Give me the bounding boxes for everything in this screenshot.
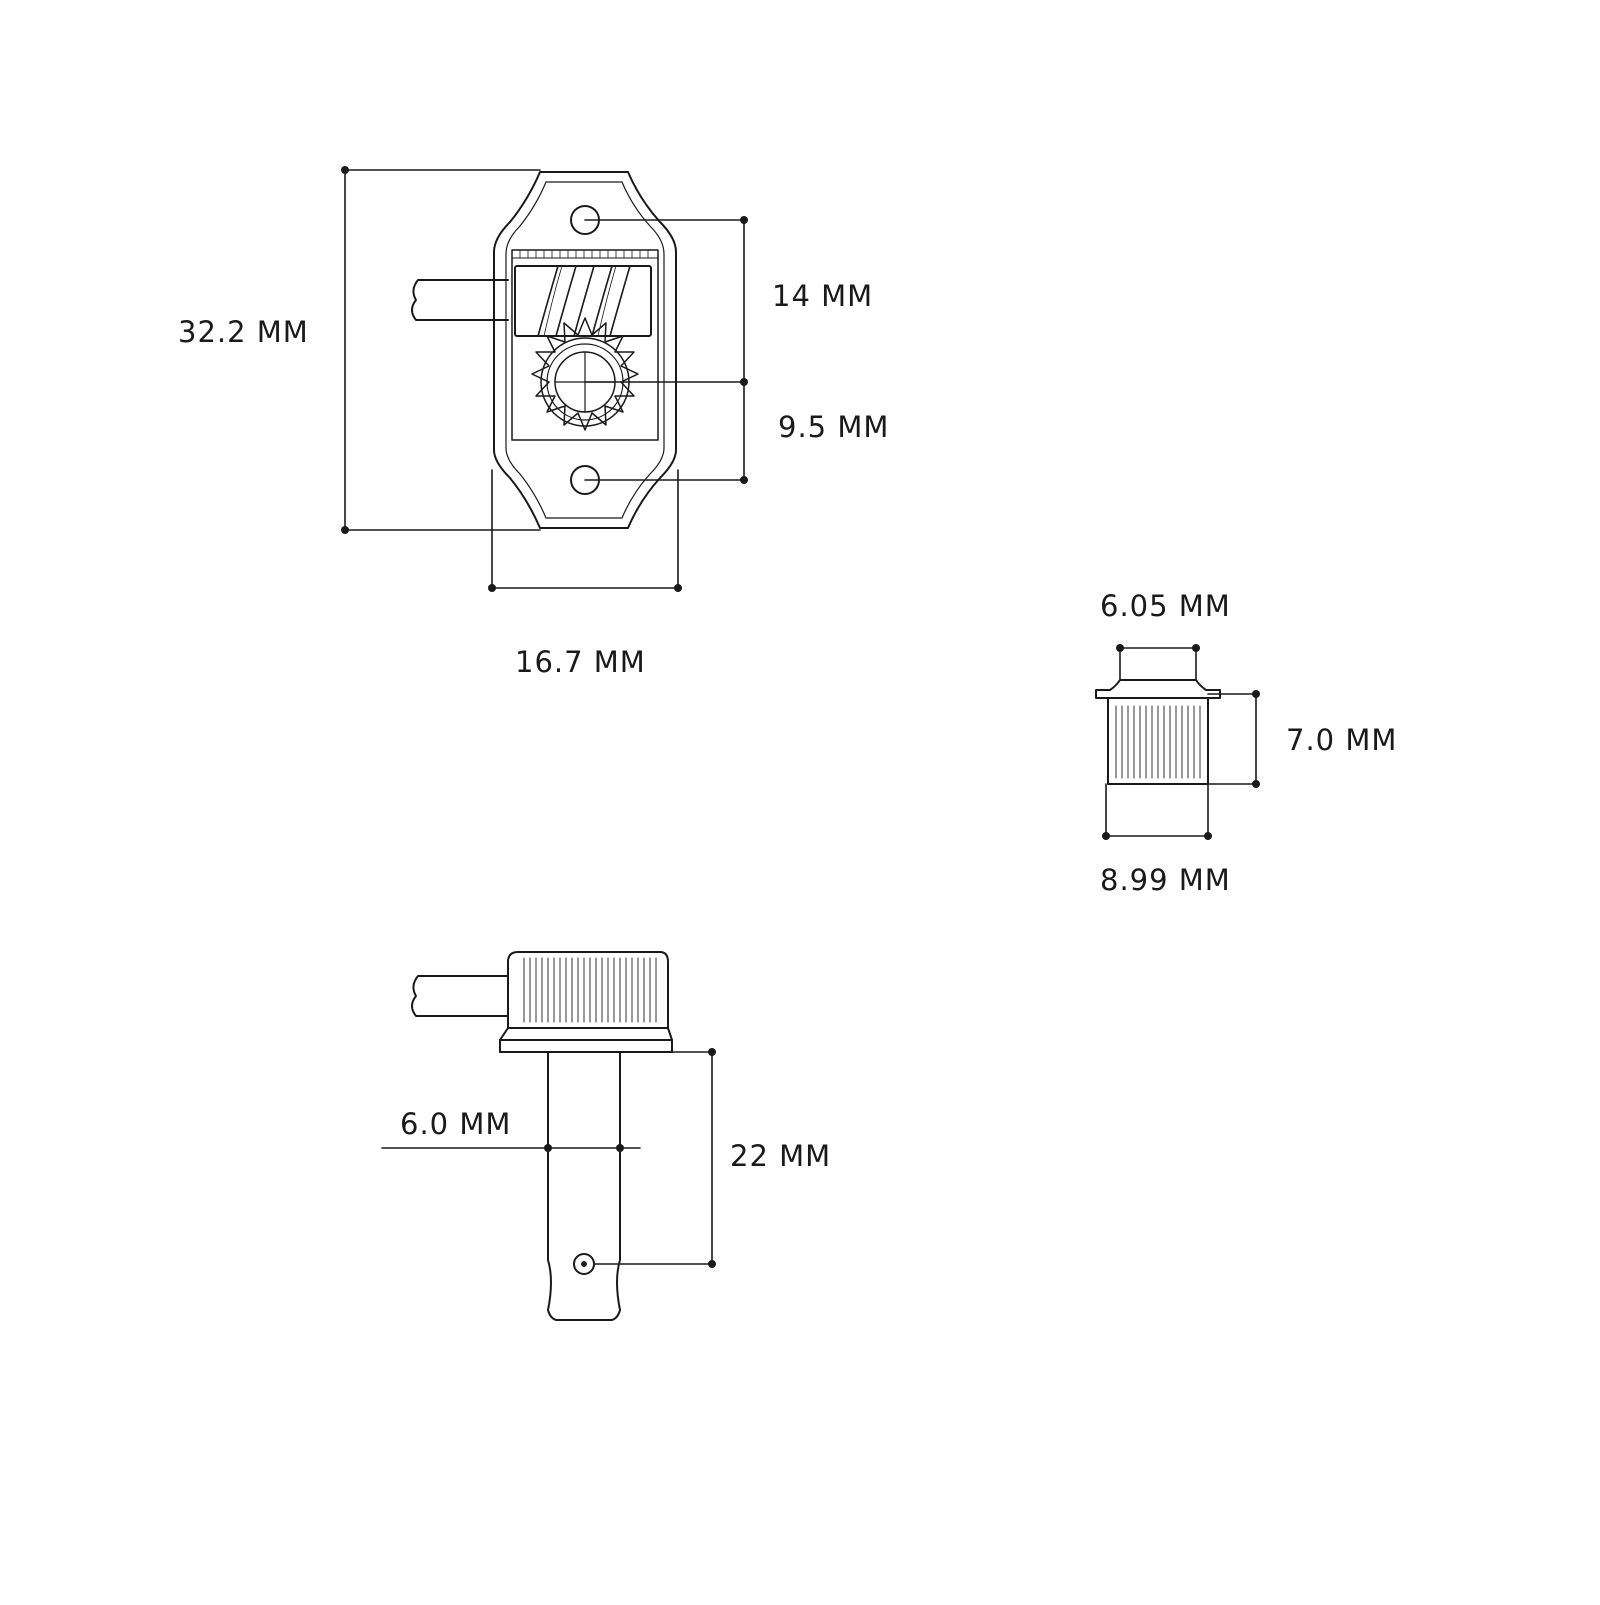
- bushing-collar: [1095, 679, 1221, 699]
- post-length-label: 22 MM: [730, 1139, 832, 1173]
- gear-housing: [511, 249, 659, 441]
- worm-screw: [514, 265, 652, 337]
- plate-inner-outline: [505, 181, 665, 519]
- post-diameter-label: 6.0 MM: [400, 1107, 512, 1141]
- bushing: [1095, 679, 1221, 785]
- hole-to-center-label: 14 MM: [772, 279, 874, 313]
- side-shaft: [411, 975, 509, 1017]
- bushing-body: [1107, 697, 1209, 785]
- side-post: [547, 1051, 621, 1321]
- tuner-plate-front-view: [411, 171, 677, 529]
- bushing-bottom-label: 8.99 MM: [1100, 863, 1231, 897]
- center-to-hole-label: 9.5 MM: [778, 410, 890, 444]
- bushing-top-label: 6.05 MM: [1100, 589, 1231, 623]
- side-dimension-lines: [381, 1051, 713, 1265]
- bushing-dimension-dots: [1102, 644, 1260, 840]
- side-flange: [499, 1027, 673, 1041]
- plate-dimension-dots: [341, 166, 748, 592]
- plate-height-label: 32.2 MM: [178, 315, 309, 349]
- plate-dimension-lines: [344, 169, 745, 589]
- plate-outline: [493, 171, 677, 529]
- plate-width-label: 16.7 MM: [515, 645, 646, 679]
- gear-wheel: [531, 317, 639, 431]
- plate-shaft: [411, 279, 509, 321]
- side-dimension-dots: [544, 1048, 716, 1268]
- bushing-dimension-lines: [1105, 647, 1257, 837]
- bushing-height-label: 7.0 MM: [1286, 723, 1398, 757]
